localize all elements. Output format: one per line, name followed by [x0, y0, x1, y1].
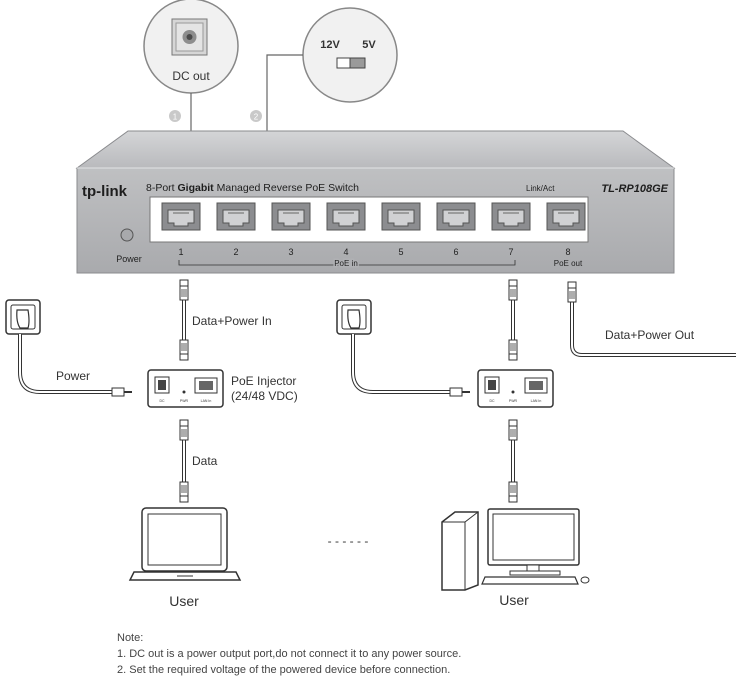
voltage-12v: 12V — [320, 39, 340, 51]
right-poe-in-cable — [508, 279, 518, 361]
left-injector-lan-in: LAN In — [201, 399, 212, 403]
desktop-pc-icon — [441, 508, 590, 591]
switch-description: 8-Port Gigabit Managed Reverse PoE Switc… — [146, 182, 359, 194]
left-power-adapter — [5, 299, 132, 397]
ethernet-port-2 — [216, 200, 256, 231]
right-injector-dc: DC — [489, 399, 495, 403]
port-number-6: 6 — [453, 247, 458, 257]
callout-number-2-text: 2 — [254, 113, 259, 122]
left-injector-pwr: PWR — [180, 399, 189, 403]
right-injector-lan-in: LAN In — [531, 399, 542, 403]
ethernet-port-3 — [271, 200, 311, 231]
port-row — [161, 200, 586, 231]
left-injector-dc: DC — [159, 399, 165, 403]
callout-number-2: 2 — [250, 110, 262, 122]
port-number-8: 8 — [565, 247, 570, 257]
link-act-label: Link/Act — [526, 184, 555, 193]
left-user-label: User — [169, 593, 199, 609]
dc-out-callout: DC out — [143, 0, 239, 131]
data-power-in-cable — [179, 279, 189, 361]
voltage-callout: 12V 5V — [266, 7, 398, 131]
note-section: Note: 1. DC out is a power output port,d… — [117, 630, 461, 678]
port-number-5: 5 — [398, 247, 403, 257]
callout-number-1: 1 — [169, 110, 181, 122]
ethernet-port-8 — [546, 200, 586, 231]
left-data-cable — [179, 419, 189, 503]
poe-in-bracket — [178, 260, 516, 266]
poe-injector-label: PoE Injector — [231, 374, 296, 388]
ethernet-port-4 — [326, 200, 366, 231]
dc-out-label: DC out — [172, 69, 210, 83]
port-number-7: 7 — [508, 247, 513, 257]
note-line-1: 1. DC out is a power output port,do not … — [117, 648, 462, 660]
tp-link-logo: tp-link — [82, 183, 128, 200]
poe-in-label: PoE in — [334, 259, 358, 268]
laptop-icon — [128, 507, 242, 581]
data-power-out-label: Data+Power Out — [605, 328, 695, 342]
right-power-adapter — [336, 299, 470, 397]
right-injector-pwr: PWR — [509, 399, 518, 403]
ethernet-port-7 — [491, 200, 531, 231]
note-title: Note: — [117, 632, 144, 644]
ethernet-port-1 — [161, 200, 201, 231]
power-led — [120, 228, 134, 242]
ethernet-port-6 — [436, 200, 476, 231]
port-number-3: 3 — [288, 247, 293, 257]
voltage-5v: 5V — [362, 39, 376, 51]
model-name: TL-RP108GE — [601, 183, 668, 195]
note-line-2: 2. Set the required voltage of the power… — [117, 664, 451, 676]
data-power-out-cable — [567, 281, 736, 357]
data-cable-label: Data — [192, 454, 218, 468]
callout-number-1-text: 1 — [173, 113, 178, 122]
left-poe-injector: DC PWR LAN In — [147, 369, 224, 408]
right-user-label: User — [499, 592, 529, 608]
ethernet-port-5 — [381, 200, 421, 231]
ellipsis-dots: - - - - - - — [328, 534, 369, 548]
poe-out-label: PoE out — [554, 259, 583, 268]
voltage-switch-knob — [349, 57, 366, 69]
right-poe-injector: DC PWR LAN In — [477, 369, 554, 408]
power-led-label: Power — [116, 254, 142, 264]
port-number-4: 4 — [343, 247, 348, 257]
poe-injector-voltage: (24/48 VDC) — [231, 389, 298, 403]
port-number-2: 2 — [233, 247, 238, 257]
power-cable-label: Power — [56, 369, 90, 383]
poe-switch: tp-link 8-Port Gigabit Managed Reverse P… — [75, 130, 676, 274]
data-power-in-label: Data+Power In — [192, 314, 272, 328]
right-data-cable — [508, 419, 518, 503]
port-number-1: 1 — [178, 247, 183, 257]
